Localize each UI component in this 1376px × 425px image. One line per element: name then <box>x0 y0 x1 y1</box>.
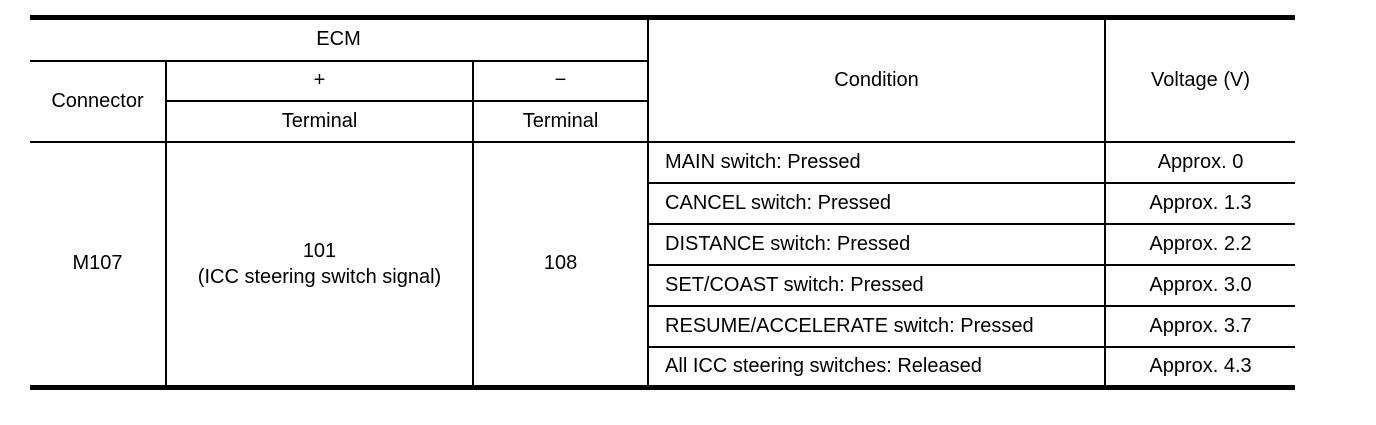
ecm-voltage-spec-table: ECM Condition Voltage (V) Connector + − … <box>28 15 1297 390</box>
condition-cell: CANCEL switch: Pressed <box>647 181 1107 225</box>
plus-header-cell: + <box>165 59 474 102</box>
header-row-terminal: Terminal Terminal <box>30 99 1295 143</box>
table-row: M107 101 (ICC steering switch signal) 10… <box>29 140 1297 389</box>
plus-terminal-signal-label: (ICC steering switch signal) <box>197 265 442 288</box>
connector-value-cell: M107 <box>29 140 167 389</box>
table-row: CANCEL switch: Pressed Approx. 1.3 <box>30 181 1297 225</box>
header-row-polarity: Connector + − <box>29 59 1295 143</box>
table-row: DISTANCE switch: Pressed Approx. 2.2 <box>30 222 1297 266</box>
header-row-ecm: ECM Condition Voltage (V) <box>28 16 1297 143</box>
table-row: All ICC steering switches: Released Appr… <box>30 345 1297 389</box>
plus-terminal-number: 101 <box>302 239 337 262</box>
plus-terminal-value-cell: 101 (ICC steering switch signal) <box>165 140 474 389</box>
condition-cell: RESUME/ACCELERATE switch: Pressed <box>647 304 1107 348</box>
voltage-cell: Approx. 2.2 <box>1104 222 1297 266</box>
voltage-header-cell: Voltage (V) <box>1104 16 1297 143</box>
condition-header-cell: Condition <box>647 16 1107 143</box>
condition-cell: MAIN switch: Pressed <box>647 140 1107 184</box>
condition-cell: All ICC steering switches: Released <box>647 345 1107 389</box>
condition-cell: DISTANCE switch: Pressed <box>647 222 1107 266</box>
connector-header-cell: Connector <box>29 59 167 143</box>
voltage-cell: Approx. 3.0 <box>1104 263 1297 307</box>
minus-terminal-header-cell: Terminal <box>471 99 650 143</box>
ecm-header-cell: ECM <box>28 16 650 62</box>
table-row: RESUME/ACCELERATE switch: Pressed Approx… <box>30 304 1297 348</box>
voltage-cell: Approx. 3.7 <box>1104 304 1297 348</box>
table-row: SET/COAST switch: Pressed Approx. 3.0 <box>30 263 1297 307</box>
voltage-cell: Approx. 4.3 <box>1104 345 1297 389</box>
voltage-cell: Approx. 0 <box>1104 140 1297 184</box>
minus-header-cell: − <box>471 59 650 102</box>
condition-cell: SET/COAST switch: Pressed <box>647 263 1107 307</box>
voltage-cell: Approx. 1.3 <box>1104 181 1297 225</box>
minus-terminal-value-cell: 108 <box>471 140 650 389</box>
plus-terminal-header-cell: Terminal <box>165 99 474 143</box>
